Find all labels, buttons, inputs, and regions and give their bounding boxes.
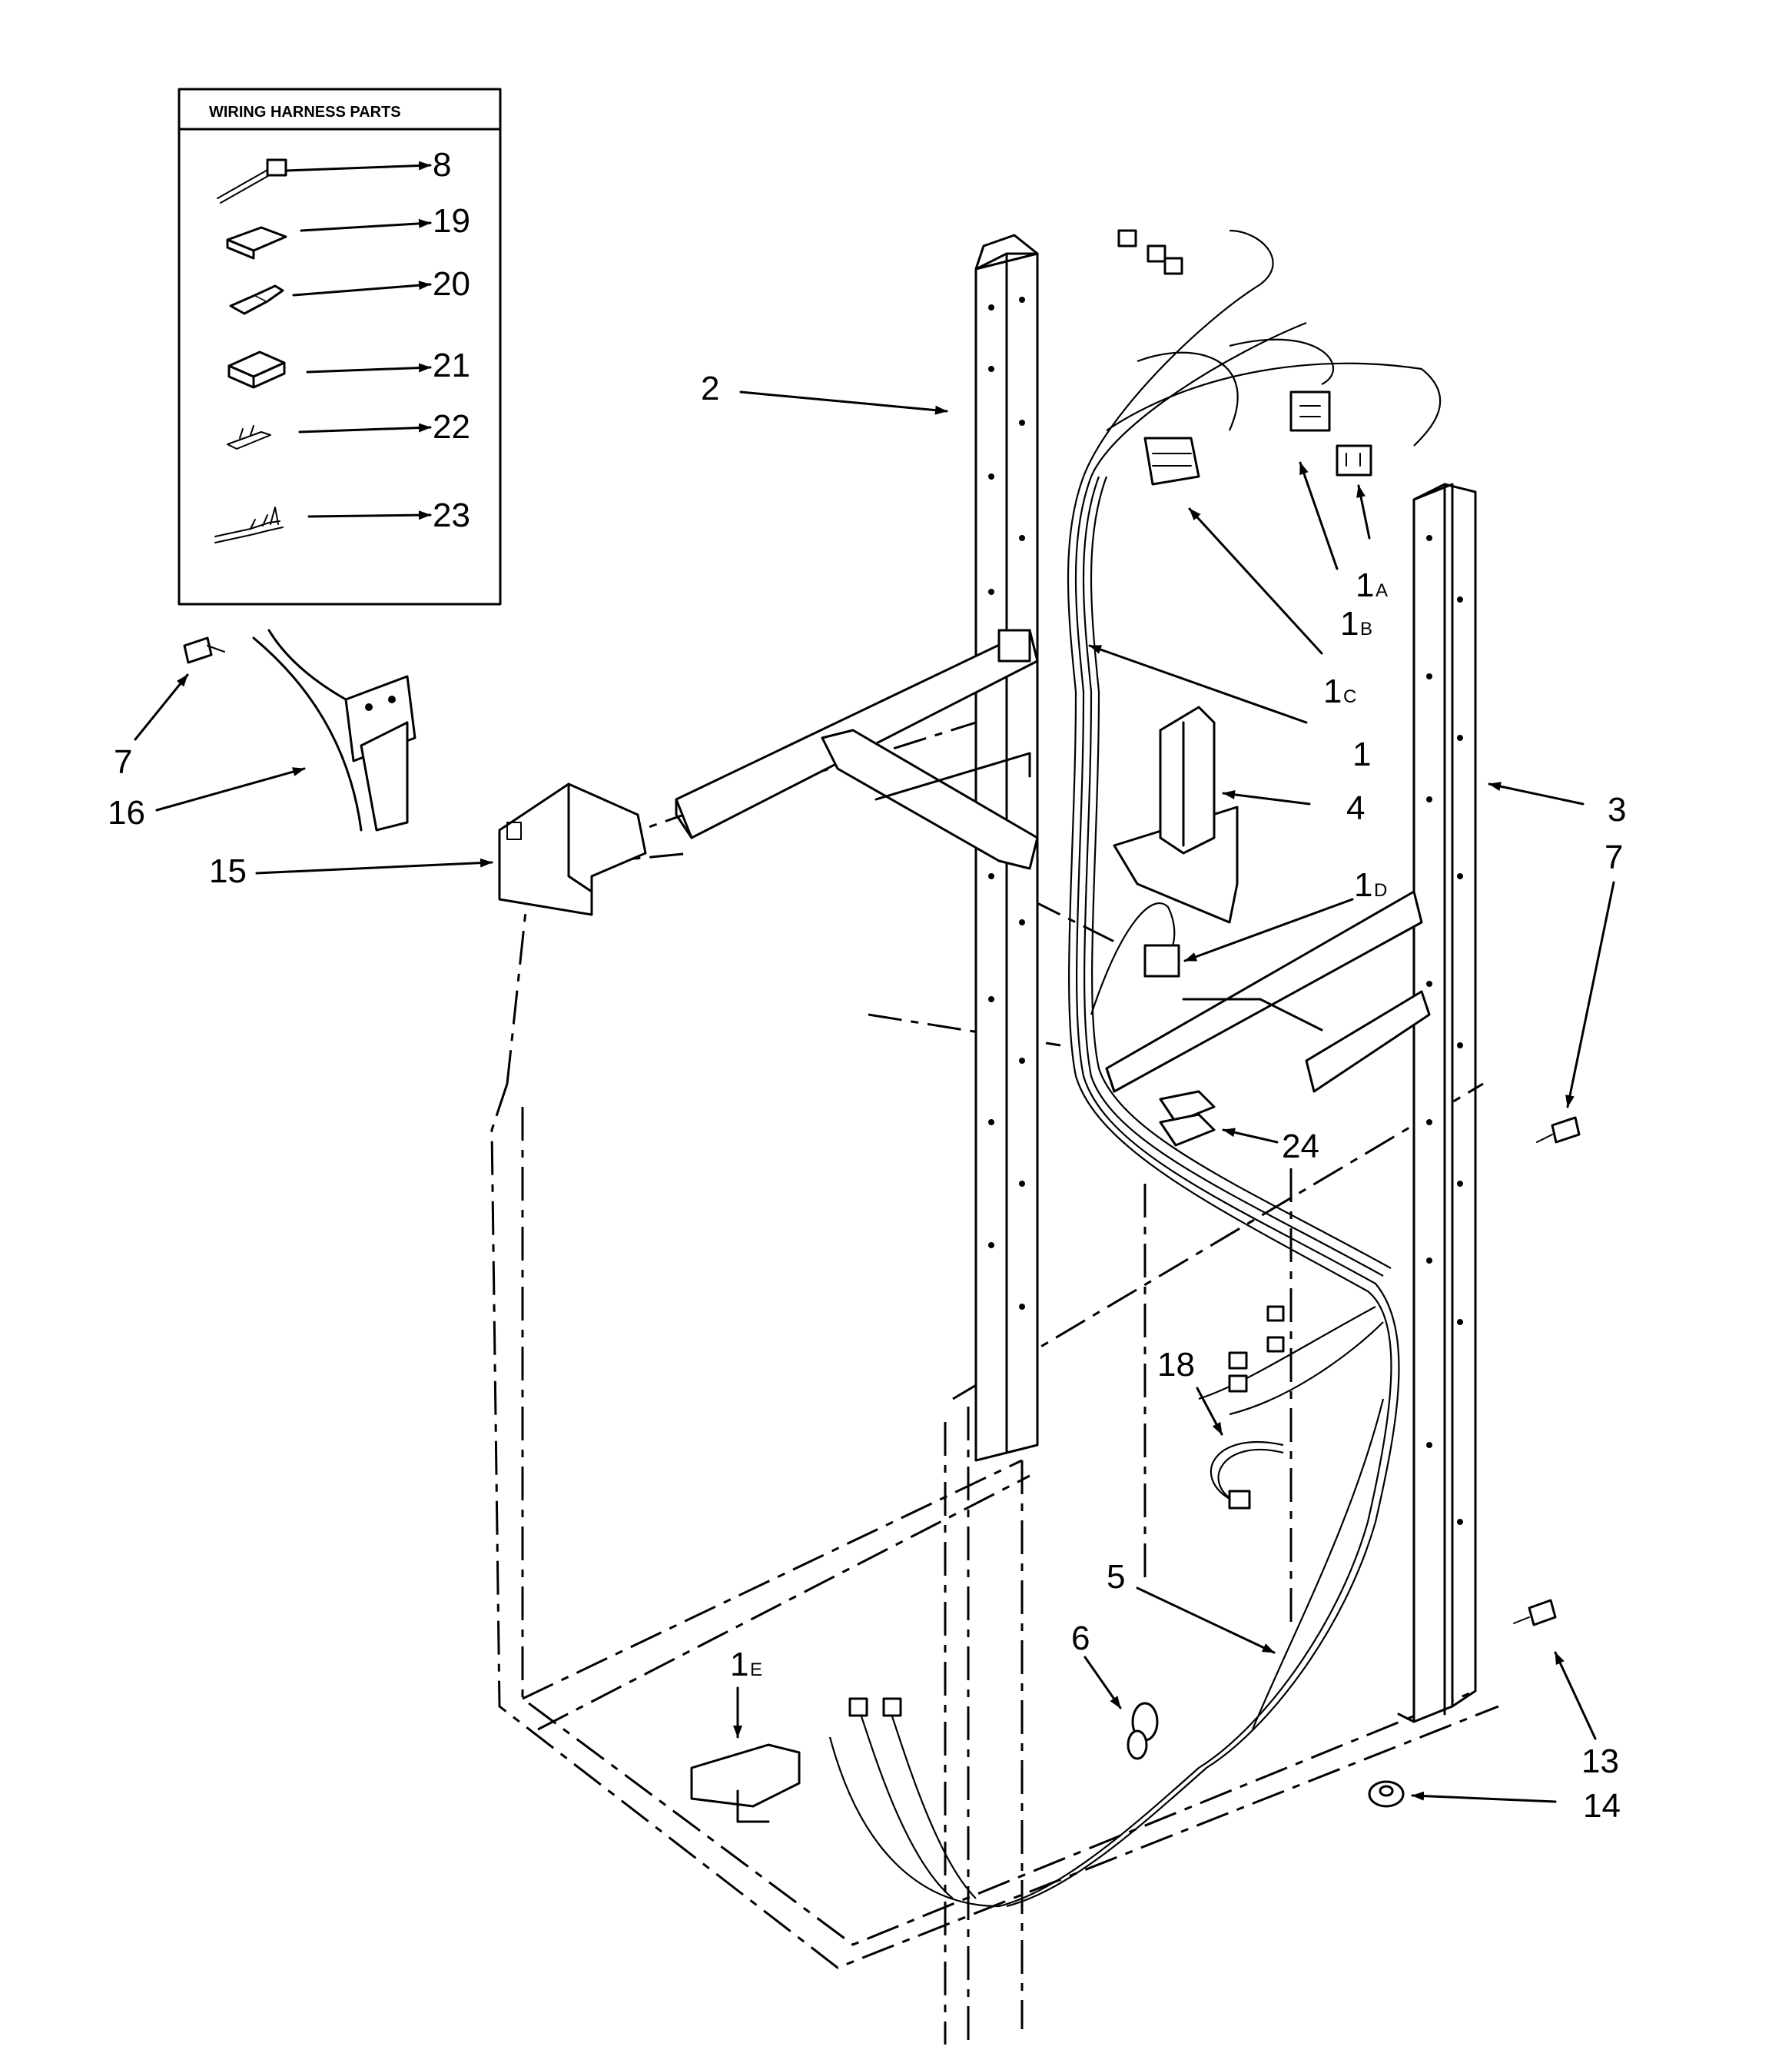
callout-2: 2 (701, 370, 719, 407)
wiring-harness-parts-box: WIRING HARNESS PARTS (178, 88, 502, 606)
terminal-block-16 (252, 629, 416, 832)
callout-7-right: 7 (1605, 839, 1623, 876)
callout-13: 13 (1581, 1742, 1619, 1780)
terminal-part-23 (214, 507, 432, 543)
callout-1c: 1 (1323, 673, 1342, 710)
connector-housing-part-19 (226, 218, 432, 260)
screw-7-left (183, 636, 225, 664)
leader-arrows (134, 390, 1615, 1803)
small-connectors (848, 1305, 1285, 1717)
callout-4: 4 (1346, 789, 1365, 827)
callout-14: 14 (1583, 1787, 1621, 1825)
callout-1e-sub: E (750, 1659, 762, 1680)
washer-14 (1368, 1780, 1405, 1808)
callout-20: 20 (433, 265, 470, 303)
cabinet-outline-dashed (490, 721, 1499, 2045)
callout-7-left: 7 (114, 743, 132, 781)
cable-tie-part (217, 158, 432, 204)
right-crossbrace (1105, 890, 1431, 1093)
callout-24: 24 (1282, 1128, 1319, 1165)
callout-1d-sub: D (1374, 880, 1387, 901)
terminal-cover-part-20 (229, 281, 432, 315)
grommet-6 (1127, 1702, 1159, 1760)
top-connectors (1117, 229, 1183, 275)
callout-21: 21 (433, 347, 470, 384)
callout-1b: 1 (1340, 605, 1359, 643)
callout-15: 15 (209, 852, 247, 890)
callout-1: 1 (1352, 736, 1371, 773)
callout-8: 8 (433, 146, 451, 184)
callout-1d: 1 (1354, 866, 1372, 904)
control-mount-bracket (498, 782, 647, 916)
channel-holes (988, 297, 1463, 1525)
callout-19: 19 (433, 202, 470, 240)
connector-1c (1143, 437, 1200, 486)
callout-16: 16 (108, 794, 145, 832)
callout-18: 18 (1157, 1346, 1195, 1384)
screw-7-right (1536, 1116, 1581, 1144)
callout-3: 3 (1608, 791, 1626, 829)
callout-1a: 1 (1356, 566, 1374, 604)
center-bracket (1113, 706, 1239, 924)
connector-block-part-21 (227, 350, 432, 389)
callout-1c-sub: C (1343, 686, 1356, 707)
callout-23: 23 (433, 497, 470, 534)
callout-6: 6 (1071, 1620, 1090, 1657)
connector-1d (1143, 944, 1180, 978)
left-crossbrace (675, 629, 1039, 870)
callout-1b-sub: B (1360, 619, 1372, 639)
main-wiring-harness (828, 229, 1442, 1908)
parts-box-title: WIRING HARNESS PARTS (209, 104, 401, 121)
callout-5: 5 (1107, 1558, 1125, 1596)
connector-1b (1289, 390, 1331, 432)
harness-clip-24 (1159, 1090, 1216, 1147)
callout-1e: 1 (730, 1646, 748, 1683)
connector-1a (1336, 444, 1372, 477)
terminal-part-22 (227, 423, 432, 450)
callout-1a-sub: A (1376, 580, 1388, 601)
callout-22: 22 (433, 408, 470, 446)
right-upright-channel (1397, 483, 1477, 1723)
connector-1e (690, 1743, 801, 1823)
screw-13 (1513, 1599, 1557, 1626)
jumper-wire-18 (1210, 1440, 1284, 1510)
